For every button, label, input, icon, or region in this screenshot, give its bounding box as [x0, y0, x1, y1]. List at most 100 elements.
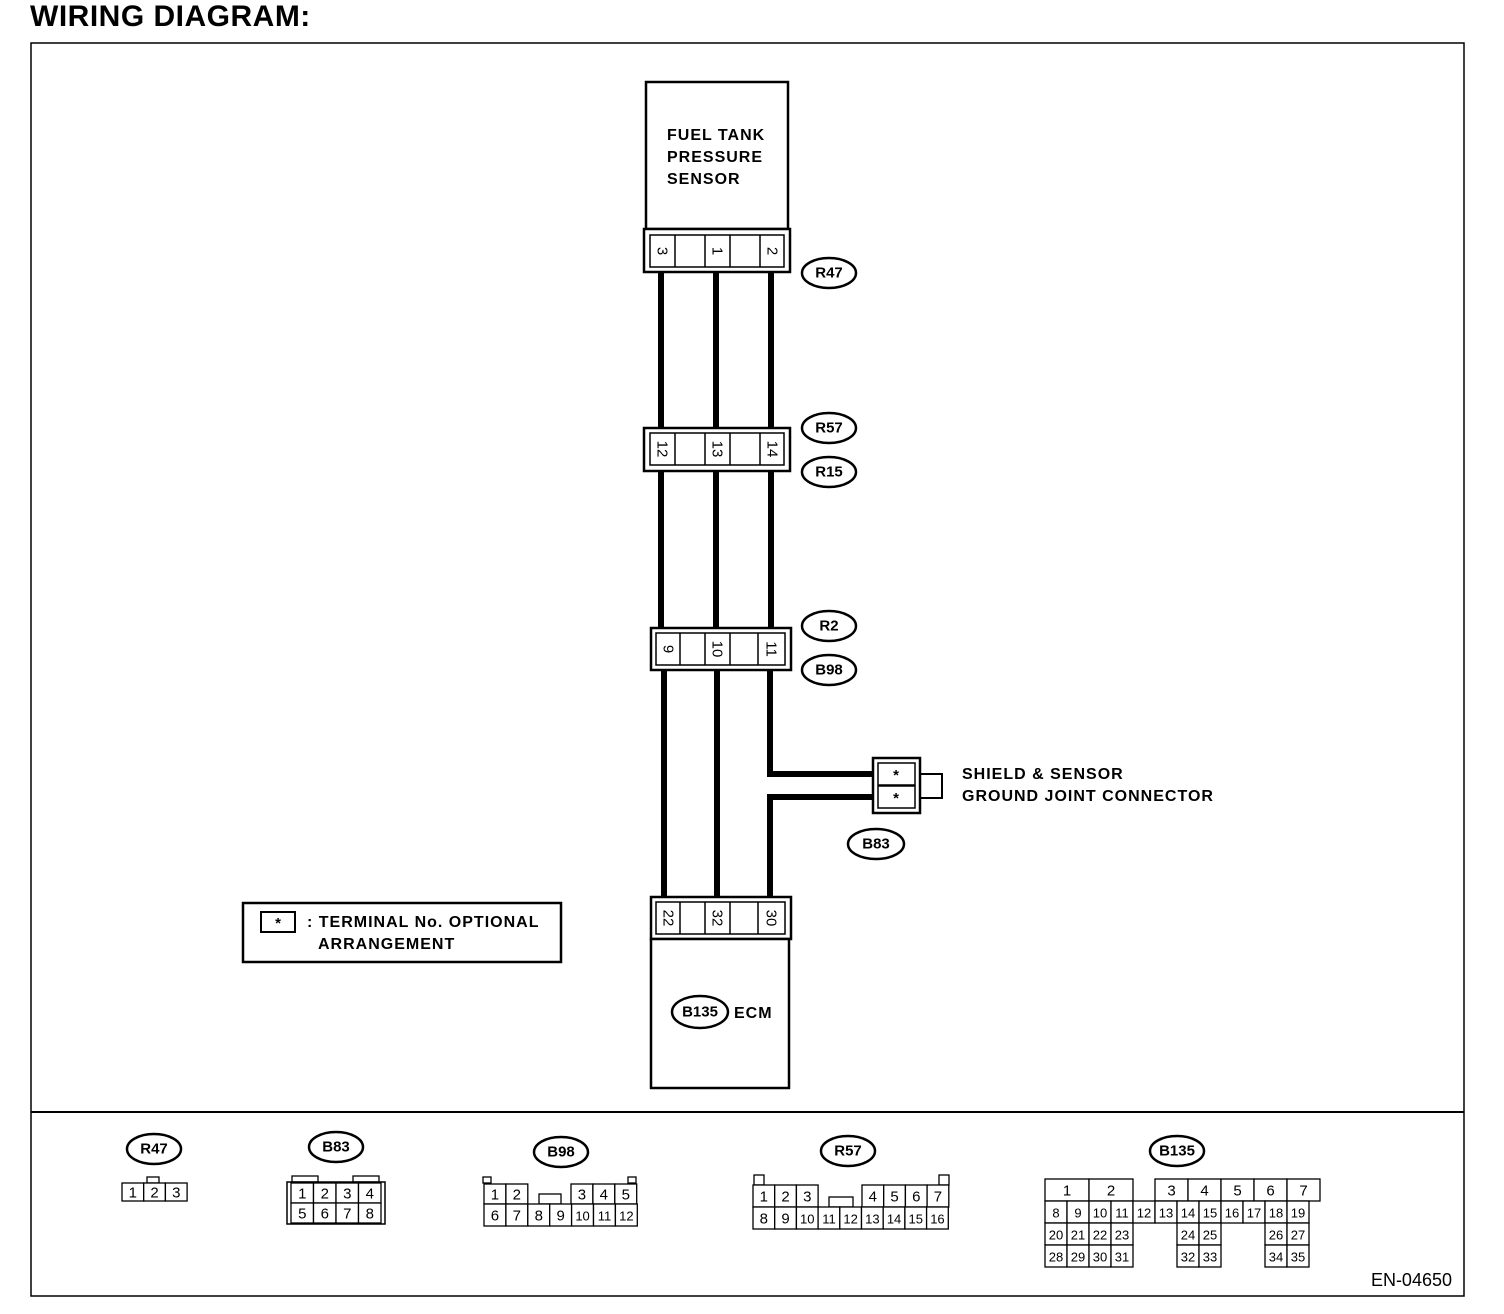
terminal-number: 4 [600, 1187, 608, 1204]
sensor-name-line-1: FUEL TANK [667, 127, 765, 144]
terminal-number: 33 [1203, 1250, 1217, 1265]
terminal-number: 12 [843, 1212, 857, 1227]
terminal-number: 5 [890, 1189, 898, 1206]
ecm-pin: 22 [660, 910, 677, 927]
connector-tag-label: B83 [862, 836, 890, 853]
connector-tag-r47 [800, 256, 858, 290]
connector-tag-label: R47 [815, 265, 843, 282]
terminal-number: 1 [298, 1186, 306, 1203]
ecm-connector [649, 895, 793, 941]
terminal-cell [1110, 1244, 1134, 1268]
connector-tag-b83 [846, 827, 906, 861]
terminal-number: 7 [934, 1189, 942, 1206]
ground-name-line-1: SHIELD & SENSOR [962, 766, 1124, 783]
connector-tag-r15 [800, 455, 858, 489]
connector-view-tag-label: R47 [140, 1141, 168, 1158]
terminal-number: 2 [513, 1187, 521, 1204]
terminal-number: 32 [1181, 1250, 1195, 1265]
joint-connector-r2-b98 [649, 626, 793, 672]
wires [658, 271, 878, 899]
fuel-tank-pressure-sensor [644, 80, 790, 231]
terminal-number: 8 [1052, 1206, 1059, 1221]
connector-view-tag-label: B98 [547, 1144, 575, 1161]
wire-ground-to-ecm [767, 794, 878, 899]
sensor-pin: 3 [654, 247, 671, 255]
terminal-number: 7 [1299, 1183, 1307, 1200]
terminal-number: 2 [150, 1185, 158, 1202]
terminal-number: 2 [1107, 1183, 1115, 1200]
terminal-number: 1 [129, 1185, 137, 1202]
terminal-number: 5 [298, 1206, 306, 1223]
ground-connector-lock [917, 773, 943, 799]
terminal-number: 9 [556, 1208, 564, 1225]
connector-tag-label: B135 [682, 1004, 718, 1021]
connector-tag-label: R57 [815, 420, 843, 437]
terminal-number: 3 [578, 1187, 586, 1204]
terminal-number: 11 [598, 1209, 612, 1224]
terminal-number: 3 [343, 1186, 351, 1203]
terminal-number: 25 [1203, 1228, 1217, 1243]
terminal-number: 8 [366, 1206, 374, 1223]
terminal-number: 11 [1115, 1206, 1129, 1221]
connector-tag-b135 [670, 994, 730, 1030]
joint2-pin: 11 [763, 641, 780, 657]
terminal-number: 34 [1269, 1250, 1283, 1265]
terminal-number: 28 [1049, 1250, 1063, 1265]
terminal-number: 13 [1159, 1206, 1173, 1221]
terminal-number: 3 [172, 1185, 180, 1202]
terminal-cell [164, 1182, 188, 1202]
connector-view-tag [532, 1135, 590, 1169]
connector-tag-b98 [800, 653, 858, 687]
terminal-number: 5 [1233, 1183, 1241, 1200]
terminal-number: 3 [1167, 1183, 1175, 1200]
terminal-number: 10 [575, 1209, 589, 1224]
sensor-connector [642, 227, 792, 274]
connector-view-tag-label: R57 [834, 1143, 862, 1160]
sensor-name-line-2: PRESSURE [667, 149, 763, 166]
terminal-cell [614, 1203, 638, 1227]
terminal-number: 1 [491, 1187, 499, 1204]
terminal-number: 22 [1093, 1228, 1107, 1243]
terminal-number: 16 [1225, 1206, 1239, 1221]
joint2-pin: 10 [709, 641, 726, 658]
joint1-pin: 13 [709, 441, 726, 458]
terminal-number: 13 [865, 1212, 879, 1227]
terminal-number: 17 [1247, 1206, 1261, 1221]
terminal-number: 6 [491, 1208, 499, 1225]
terminal-cell [1286, 1244, 1310, 1268]
joint1-pin: 14 [764, 441, 781, 458]
terminal-number: 7 [513, 1208, 521, 1225]
connector-view-tag [125, 1132, 183, 1166]
diagram-frame [30, 42, 1465, 1297]
legend-symbol: * [275, 915, 281, 932]
terminal-number: 15 [909, 1212, 923, 1227]
sensor-pin: 1 [709, 247, 726, 255]
legend-box [241, 901, 563, 964]
connector-tag-r57 [800, 411, 858, 445]
terminal-number: 4 [1200, 1183, 1208, 1200]
terminal-cell [1198, 1244, 1222, 1268]
terminal-number: 14 [1181, 1206, 1195, 1221]
terminal-number: 24 [1181, 1228, 1195, 1243]
terminal-cell [357, 1202, 382, 1224]
connector-view-tag [819, 1134, 877, 1168]
terminal-number: 20 [1049, 1228, 1063, 1243]
connector-view-tag [1148, 1134, 1206, 1168]
ground-name-line-2: GROUND JOINT CONNECTOR [962, 788, 1214, 805]
terminal-number: 6 [912, 1189, 920, 1206]
terminal-number: 8 [535, 1208, 543, 1225]
legend-symbol-box [260, 911, 296, 933]
joint1-pin: 12 [654, 441, 671, 458]
terminal-number: 2 [321, 1186, 329, 1203]
terminal-number: 4 [869, 1189, 877, 1206]
terminal-number: 5 [622, 1187, 630, 1204]
joint-connector-r57-r15 [642, 426, 792, 473]
terminal-number: 21 [1071, 1228, 1085, 1243]
terminal-number: 16 [930, 1212, 944, 1227]
terminal-number: 27 [1291, 1228, 1305, 1243]
terminal-number: 10 [800, 1212, 814, 1227]
connector-tag-label: R15 [815, 464, 843, 481]
terminal-number: 18 [1269, 1206, 1283, 1221]
connector-tag-label: B98 [815, 662, 843, 679]
